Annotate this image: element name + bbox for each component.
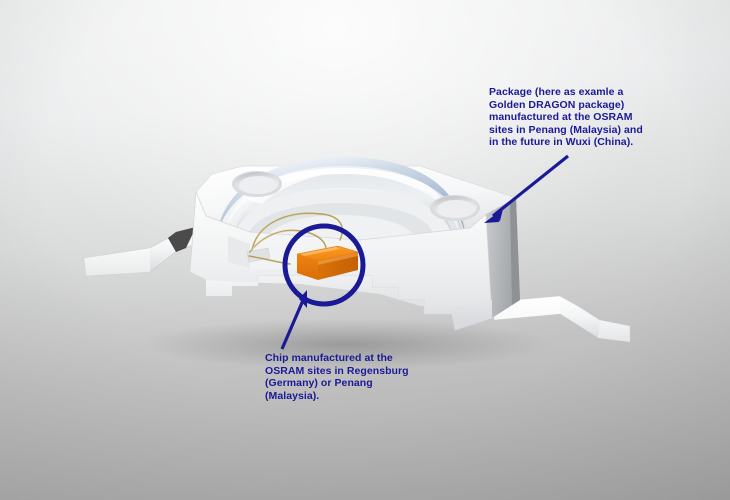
led-chip bbox=[296, 245, 359, 280]
package-step-shading bbox=[206, 276, 492, 330]
package-shadow bbox=[140, 318, 550, 370]
chip-callout-text: Chip manufactured at the OSRAM sites in … bbox=[265, 352, 409, 402]
package-callout-text: Package (here as examle a Golden DRAGON … bbox=[489, 86, 643, 149]
chip-callout-arrow bbox=[280, 290, 307, 350]
package-callout-arrow bbox=[484, 154, 569, 223]
cavity-inner-wall bbox=[228, 236, 250, 268]
chip-highlight-circle bbox=[282, 223, 366, 307]
mounting-hole-left bbox=[232, 171, 282, 197]
mounting-hole-right bbox=[430, 195, 480, 221]
left-lead bbox=[83, 226, 213, 277]
section-cut-face-edge bbox=[510, 198, 520, 305]
